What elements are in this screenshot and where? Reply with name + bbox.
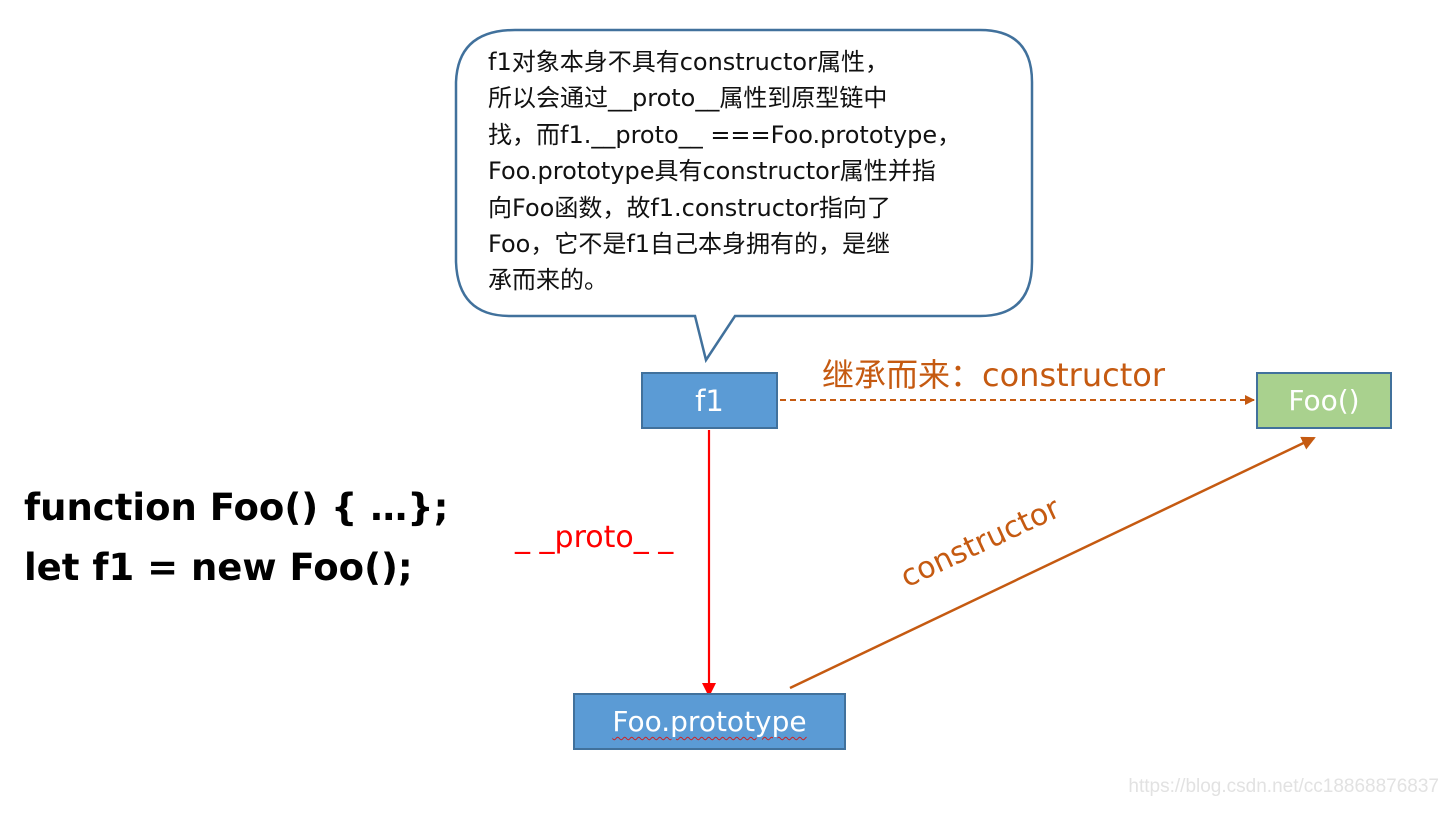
callout-line: 向Foo函数，故f1.constructor指向了 [488, 193, 891, 222]
node-foo-label: Foo() [1288, 384, 1360, 417]
code-line-function: function Foo() { …}; [24, 486, 449, 529]
node-foo-prototype: Foo.prototype [573, 693, 846, 750]
node-foo-function: Foo() [1256, 372, 1392, 429]
callout-line: Foo.prototype具有constructor属性并指 [488, 157, 936, 186]
code-line-instance: let f1 = new Foo(); [24, 546, 413, 589]
node-foo-prototype-label: Foo.prototype [612, 705, 807, 738]
watermark: https://blog.csdn.net/cc18868876837 [1128, 776, 1439, 797]
callout-line: 承而来的。 [488, 266, 608, 295]
node-f1: f1 [641, 372, 778, 429]
node-f1-label: f1 [695, 383, 724, 418]
callout-text: f1对象本身不具有constructor属性， 所以会通过__proto__属性… [488, 44, 1003, 299]
callout-line: f1对象本身不具有constructor属性， [488, 48, 889, 76]
speech-bubble [454, 28, 1034, 364]
callout-line: 所以会通过__proto__属性到原型链中 [488, 84, 888, 113]
constructor-arrow [789, 436, 1316, 690]
inherited-constructor-label: 继承而来：constructor [822, 356, 1165, 394]
code-snippet: function Foo() { …}; let f1 = new Foo(); [24, 478, 448, 598]
proto-label: _ _proto_ _ [515, 520, 674, 555]
callout-line: 找，而f1.__proto__ ===Foo.prototype， [488, 120, 962, 149]
callout-line: Foo，它不是f1自己本身拥有的，是继 [488, 230, 891, 259]
